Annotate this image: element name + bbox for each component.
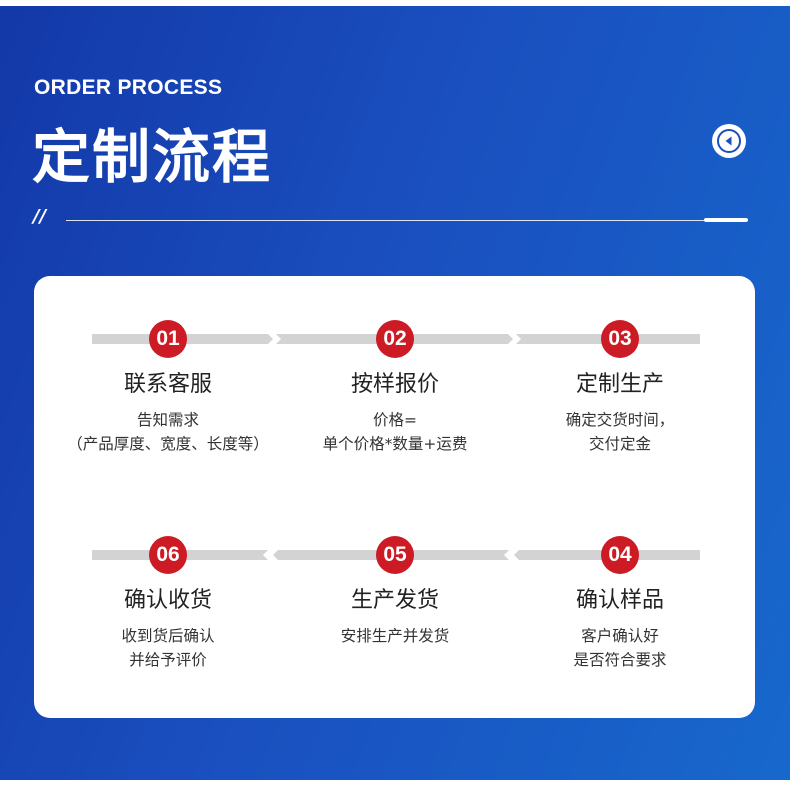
step-number-badge: 06	[149, 536, 187, 574]
step-description: 确定交货时间， 交付定金	[510, 408, 730, 456]
step-description-line: 单个价格*数量+运费	[322, 435, 468, 453]
step-description-line: 价格=	[373, 411, 417, 429]
step-title: 定制生产	[575, 372, 664, 397]
step-description: 告知需求 （产品厚度、宽度、长度等）	[58, 408, 278, 456]
step-number-badge: 05	[376, 536, 414, 574]
section-title: 定制流程	[32, 123, 273, 191]
step-description: 收到货后确认 并给予评价	[58, 624, 278, 672]
arrow-left-circle-icon	[717, 129, 741, 153]
step-description-line: 告知需求	[136, 411, 199, 429]
step-3: 03 定制生产 确定交货时间， 交付定金	[510, 320, 730, 456]
step-description-line: 并给予评价	[129, 651, 207, 669]
step-number-badge: 02	[376, 320, 414, 358]
step-title: 生产发货	[350, 588, 439, 613]
step-description-line: 交付定金	[588, 435, 651, 453]
step-2: 02 按样报价 价格= 单个价格*数量+运费	[285, 320, 505, 456]
step-5: 05 生产发货 安排生产并发货	[285, 536, 505, 648]
step-description-line: （产品厚度、宽度、长度等）	[67, 435, 269, 453]
step-title: 确认样品	[575, 588, 664, 613]
step-title: 按样报价	[350, 372, 439, 397]
divider-accent	[704, 218, 748, 222]
step-description-line: 客户确认好	[581, 627, 659, 645]
step-1: 01 联系客服 告知需求 （产品厚度、宽度、长度等）	[58, 320, 278, 456]
step-description-line: 是否符合要求	[573, 651, 667, 669]
step-description: 客户确认好 是否符合要求	[510, 624, 730, 672]
step-description: 价格= 单个价格*数量+运费	[285, 408, 505, 456]
step-number-badge: 03	[601, 320, 639, 358]
process-card: 01 联系客服 告知需求 （产品厚度、宽度、长度等） 02 按样报价 价格= 单…	[34, 276, 755, 718]
step-description: 安排生产并发货	[285, 624, 505, 648]
section-subtitle: ORDER PROCESS	[34, 76, 223, 99]
step-number-badge: 04	[601, 536, 639, 574]
step-description-line: 确定交货时间，	[565, 411, 675, 429]
step-number-badge: 01	[149, 320, 187, 358]
step-6: 06 确认收货 收到货后确认 并给予评价	[58, 536, 278, 672]
divider-line	[66, 220, 706, 221]
step-description-line: 收到货后确认	[121, 627, 215, 645]
step-description-line: 安排生产并发货	[340, 627, 450, 645]
back-button[interactable]	[712, 124, 746, 158]
step-title: 联系客服	[123, 372, 212, 397]
banner-background: ORDER PROCESS 定制流程 // 01 联系客服 告知需求	[0, 6, 790, 780]
step-title: 确认收货	[123, 588, 212, 613]
step-4: 04 确认样品 客户确认好 是否符合要求	[510, 536, 730, 672]
divider-mark: //	[33, 206, 47, 227]
